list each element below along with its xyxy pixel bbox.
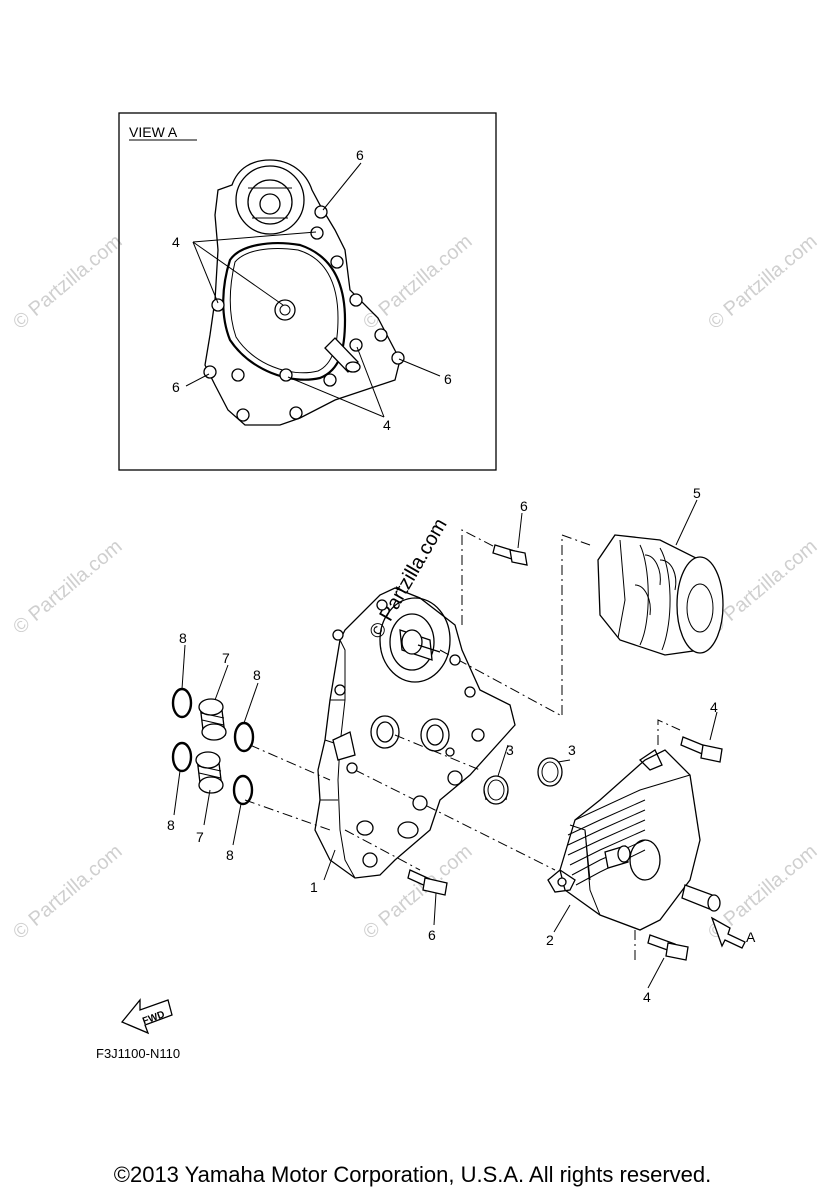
- part-3-seals: [483, 757, 563, 805]
- callout-5: 5: [693, 485, 701, 501]
- callout-6: 6: [356, 147, 364, 163]
- callout-4: 4: [643, 989, 651, 1005]
- callout-4: 4: [710, 699, 718, 715]
- callout-3: 3: [506, 742, 514, 758]
- callout-6: 6: [428, 927, 436, 943]
- view-a-title: VIEW A: [129, 124, 178, 140]
- watermark: © Partzilla.com: [704, 230, 821, 333]
- watermark: © Partzilla.com: [9, 230, 126, 333]
- view-arrow-a: A: [710, 916, 756, 949]
- assembly-lines: [244, 529, 681, 960]
- exploded-view: A 1 2 3 3 4 4 5 6 6 7 7: [167, 485, 756, 1005]
- view-a-panel: VIEW A: [118, 112, 497, 471]
- drawing-code: F3J1100-N110: [96, 1046, 180, 1061]
- callout-2: 2: [546, 932, 554, 948]
- callout-6: 6: [172, 379, 180, 395]
- part-2-oil-cooler: [547, 749, 721, 931]
- callout-4: 4: [383, 417, 391, 433]
- part-6-bolts: [407, 544, 528, 896]
- watermark: © Partzilla.com: [359, 840, 476, 943]
- fwd-arrow-icon: FWD: [120, 998, 173, 1035]
- callout-3: 3: [568, 742, 576, 758]
- callout-8: 8: [253, 667, 261, 683]
- leader-lines: [173, 499, 718, 989]
- callout-7: 7: [196, 829, 204, 845]
- watermark: © Partzilla.com: [9, 840, 126, 943]
- callout-4: 4: [172, 234, 180, 250]
- callout-6: 6: [520, 498, 528, 514]
- view-a-frame: [118, 112, 497, 471]
- view-a-bolts: [203, 205, 405, 422]
- callout-1: 1: [310, 879, 318, 895]
- arrow-a-label: A: [746, 929, 756, 945]
- watermark: © Partzilla.com: [359, 230, 476, 333]
- callout-8: 8: [179, 630, 187, 646]
- part-5-oil-filter: [597, 534, 724, 656]
- callout-7: 7: [222, 650, 230, 666]
- watermark: © Partzilla.com: [9, 535, 126, 638]
- callout-8: 8: [167, 817, 175, 833]
- watermark: © Partzilla.com: [365, 515, 451, 643]
- part-4-bolts: [647, 736, 723, 961]
- part-7-part-8-collars-orings: [171, 687, 255, 806]
- callout-6: 6: [444, 371, 452, 387]
- copyright-notice: ©2013 Yamaha Motor Corporation, U.S.A. A…: [113, 1162, 712, 1187]
- part-1-housing: [314, 587, 516, 879]
- callout-8: 8: [226, 847, 234, 863]
